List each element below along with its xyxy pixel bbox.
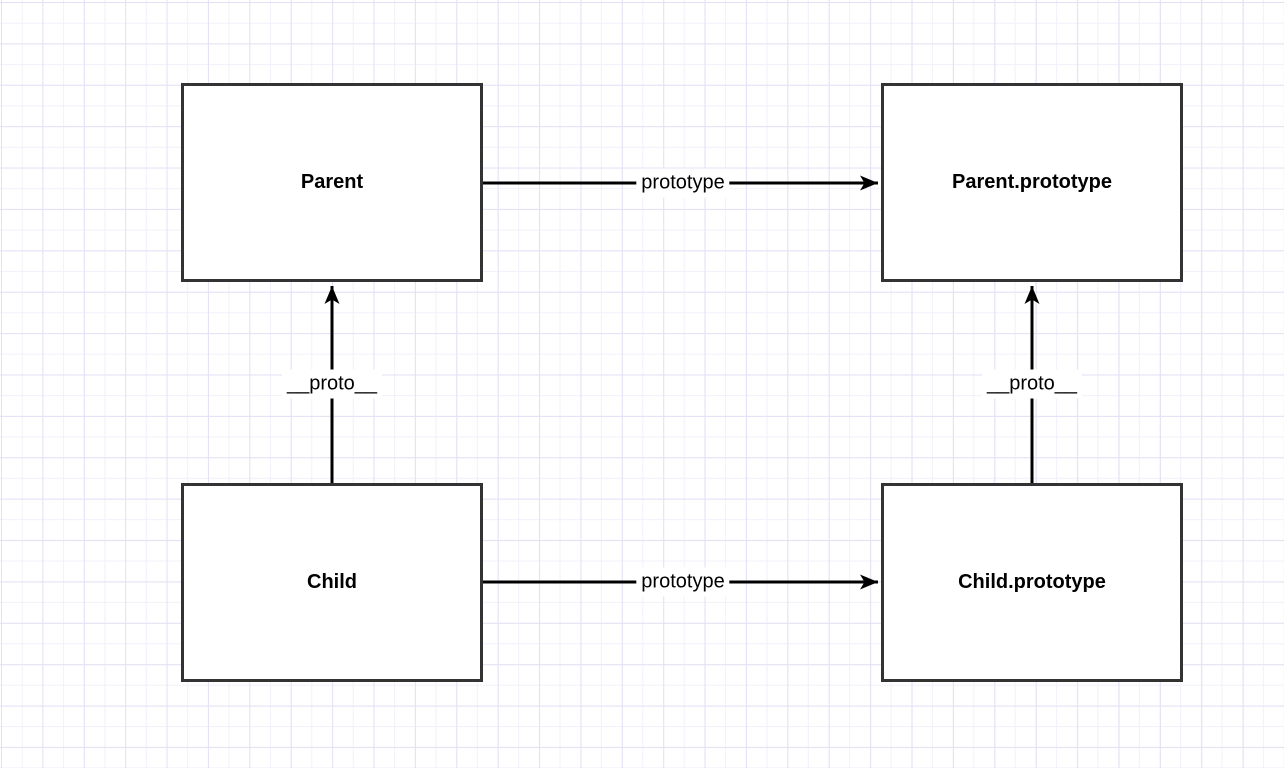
edge-label-proto-left[interactable]: __proto__ bbox=[281, 369, 383, 399]
node-parent-prototype-label: Parent.prototype bbox=[951, 171, 1113, 193]
edge-label-prototype-top[interactable]: prototype bbox=[636, 168, 730, 198]
edge-label-prototype-bottom[interactable]: prototype bbox=[636, 567, 730, 597]
node-child-prototype[interactable]: Child.prototype bbox=[881, 483, 1183, 682]
node-parent-label: Parent bbox=[300, 171, 364, 193]
node-parent-prototype[interactable]: Parent.prototype bbox=[881, 83, 1183, 282]
node-child-prototype-label: Child.prototype bbox=[958, 571, 1106, 593]
edge-label-proto-right[interactable]: __proto__ bbox=[981, 369, 1083, 399]
node-child-label: Child bbox=[307, 571, 357, 593]
node-parent[interactable]: Parent bbox=[181, 83, 483, 282]
node-child[interactable]: Child bbox=[181, 483, 483, 682]
